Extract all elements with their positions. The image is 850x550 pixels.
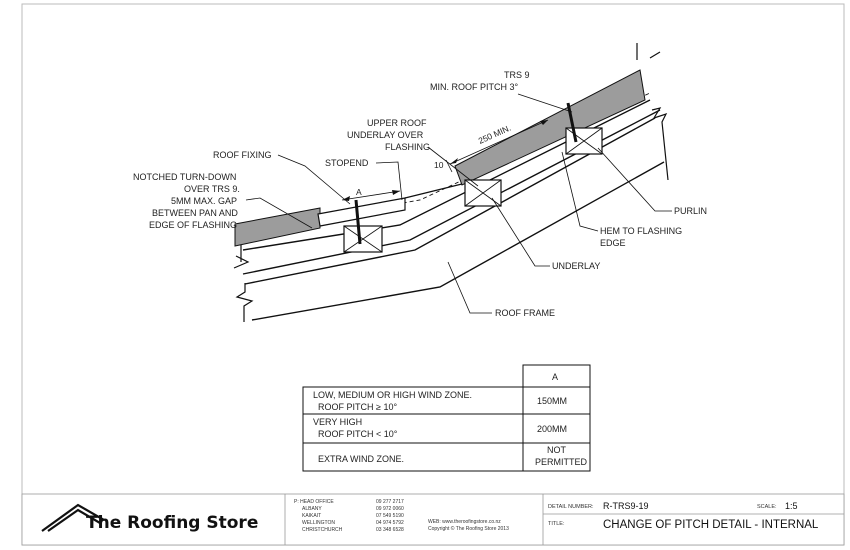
callout-hem-line2: EDGE xyxy=(600,238,626,248)
office-3-name: WELLINGTON xyxy=(302,520,335,526)
roof-frame-bottom xyxy=(251,161,665,321)
callout-trs9: TRS 9 MIN. ROOF PITCH 3° xyxy=(430,70,573,113)
dimension-a: A xyxy=(341,187,401,201)
table-row-3-line1: EXTRA WIND ZONE. xyxy=(318,454,404,464)
copyright: Copyright © The Roofing Store 2013 xyxy=(428,525,509,532)
callout-upper-underlay: UPPER ROOF UNDERLAY OVER FLASHING xyxy=(347,118,479,187)
mid-purlin xyxy=(464,179,502,207)
scale-value: 1:5 xyxy=(785,501,798,511)
callout-notched-line4: BETWEEN PAN AND xyxy=(152,208,238,218)
office-2-name: KAIKAIT xyxy=(302,513,321,519)
callout-underlay: UNDERLAY xyxy=(491,197,600,271)
upper-purlin xyxy=(565,127,603,155)
detail-number-label: DETAIL NUMBER: xyxy=(548,504,594,510)
roof-section xyxy=(233,43,669,322)
table-row-3-value1: NOT xyxy=(547,445,567,455)
table-row-2-line1: VERY HIGH xyxy=(313,417,362,427)
callout-stopend-label: STOPEND xyxy=(325,158,369,168)
callout-upper-underlay-line2: UNDERLAY OVER xyxy=(347,130,424,140)
callout-hem-line1: HEM TO FLASHING xyxy=(600,226,682,236)
wind-zone-table: A LOW, MEDIUM OR HIGH WIND ZONE. ROOF PI… xyxy=(302,364,591,472)
office-2-phone: 07 549 5190 xyxy=(376,513,404,519)
title-block: The Roofing Store P: HEAD OFFICE 09 277 … xyxy=(21,493,845,546)
callout-roof-fixing-label: ROOF FIXING xyxy=(213,150,272,160)
break-line-right-frame xyxy=(651,107,669,181)
callout-notched-line5: EDGE OF FLASHING xyxy=(149,220,237,230)
office-0-phone: 09 277 2717 xyxy=(376,499,404,505)
office-1-name: ALBANY xyxy=(302,506,322,512)
callout-upper-underlay-line1: UPPER ROOF xyxy=(367,118,427,128)
logo-text: The Roofing Store xyxy=(86,513,258,533)
table-header-a: A xyxy=(552,372,558,382)
callout-trs9-line1: TRS 9 xyxy=(504,70,530,80)
callout-roof-fixing: ROOF FIXING xyxy=(213,150,351,205)
table-row-1-value: 150MM xyxy=(537,396,567,406)
lower-roof-sheet xyxy=(234,207,321,247)
callout-stopend: STOPEND xyxy=(325,158,403,201)
office-3-phone: 04 974 5792 xyxy=(376,520,404,526)
table-row-2-value: 200MM xyxy=(537,424,567,434)
roof-frame-top xyxy=(244,117,656,285)
callout-notched: NOTCHED TURN-DOWN OVER TRS 9. 5MM MAX. G… xyxy=(133,172,313,230)
table-row-2-line2: ROOF PITCH < 10° xyxy=(318,429,398,439)
dimension-turn-label: 10 xyxy=(434,160,444,170)
table-row-1-line1: LOW, MEDIUM OR HIGH WIND ZONE. xyxy=(313,390,472,400)
scale-label: SCALE: xyxy=(757,504,777,510)
office-4-name: CHRISTCHURCH xyxy=(302,527,343,533)
callout-upper-underlay-line3: FLASHING xyxy=(385,142,430,152)
callout-notched-line2: OVER TRS 9. xyxy=(184,184,240,194)
drawing-title: CHANGE OF PITCH DETAIL - INTERNAL xyxy=(603,519,819,531)
office-1-phone: 09 972 0060 xyxy=(376,506,404,512)
callout-hem: HEM TO FLASHING EDGE xyxy=(561,151,682,248)
detail-number: R-TRS9-19 xyxy=(603,501,649,511)
callout-underlay-label: UNDERLAY xyxy=(552,261,600,271)
upper-fixing xyxy=(566,102,578,143)
callout-roof-frame-label: ROOF FRAME xyxy=(495,308,555,318)
office-4-phone: 03 348 6528 xyxy=(376,527,404,533)
flashing-kink xyxy=(404,181,471,199)
upper-roof-sheet xyxy=(454,69,646,186)
title-label: TITLE: xyxy=(548,521,565,527)
callout-notched-line3: 5MM MAX. GAP xyxy=(171,196,237,206)
table-row-1-line2: ROOF PITCH ≥ 10° xyxy=(318,402,397,412)
table-row-3-value2: PERMITTED xyxy=(535,457,588,467)
office-0-name: P: HEAD OFFICE xyxy=(294,499,334,505)
callout-trs9-line2: MIN. ROOF PITCH 3° xyxy=(430,82,519,92)
break-line-lower xyxy=(235,283,254,322)
callout-purlin: PURLIN xyxy=(597,147,707,216)
callout-roof-frame: ROOF FRAME xyxy=(447,261,555,318)
lower-fixing xyxy=(354,199,362,245)
callout-notched-line1: NOTCHED TURN-DOWN xyxy=(133,172,236,182)
break-line-right-top xyxy=(636,43,661,60)
dimension-a-label: A xyxy=(356,187,362,197)
callout-purlin-label: PURLIN xyxy=(674,206,707,216)
roof-logo-icon xyxy=(41,503,105,532)
web-address: WEB: www.theroofingstore.co.nz xyxy=(428,519,501,525)
flashing xyxy=(317,197,406,227)
company-logo: The Roofing Store xyxy=(41,503,258,533)
dimension-turn: 10 xyxy=(434,159,453,173)
lower-purlin xyxy=(343,225,383,253)
